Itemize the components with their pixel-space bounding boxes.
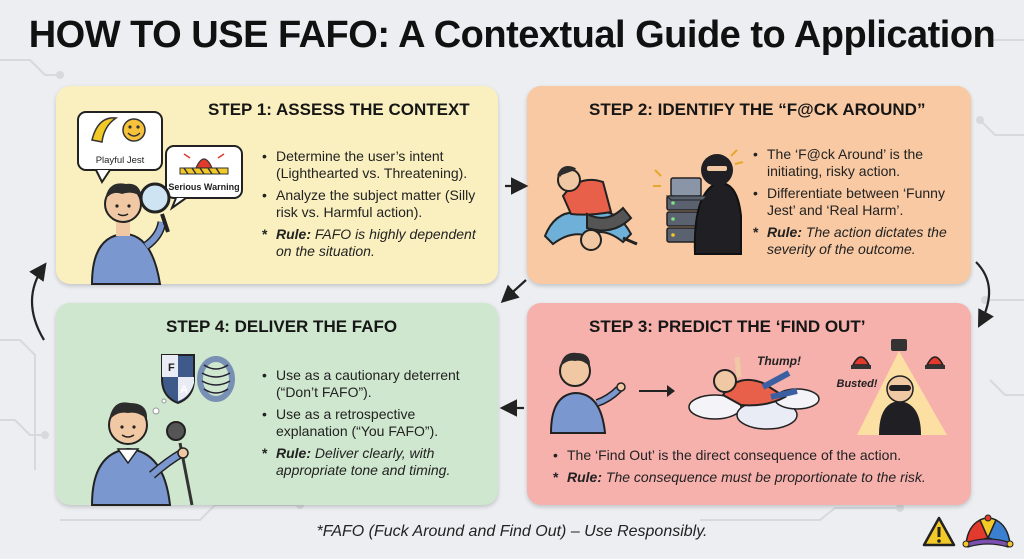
step-2-rule: Rule: The action dictates the severity o… (753, 224, 965, 258)
step-2-panel: STEP 2: IDENTIFY THE “F@CK AROUND” (527, 86, 971, 284)
shield-letter: A (180, 384, 188, 396)
warning-triangle-icon (922, 516, 956, 547)
spring-icon (197, 356, 235, 402)
banana-icon (91, 117, 119, 143)
thump-label: Thump! (757, 354, 801, 368)
rule-text: The action dictates the severity of the … (767, 224, 947, 257)
wrestling-people (543, 166, 638, 251)
step-2-illustration (543, 149, 744, 255)
jester-hat-icon (962, 514, 1014, 548)
speaking-person (90, 398, 172, 506)
page-title: HOW TO USE FAFO: A Contextual Guide to A… (28, 14, 996, 56)
rule-text: FAFO is highly dependent on the situatio… (276, 226, 476, 259)
rule-label: Rule: (276, 226, 311, 242)
microphone-icon (149, 421, 194, 506)
step-2-bullets: The ‘F@ck Around’ is the initiating, ris… (753, 146, 965, 258)
busted-label: Busted! (837, 378, 878, 390)
serious-warning-bubble: Serious Warning (165, 145, 243, 211)
step-3-panel: STEP 3: PREDICT THE ‘FIND OUT’ Thump! (527, 303, 971, 505)
step-1-rule: Rule: FAFO is highly dependent on the si… (262, 226, 488, 260)
person-pointing (549, 352, 626, 434)
siren-icon (851, 356, 945, 369)
siren-icon (179, 153, 229, 175)
step-4-panel: STEP 4: DELIVER THE FAFO F A (56, 303, 498, 506)
rule-label: Rule: (567, 469, 602, 485)
playful-jest-bubble: Playful Jest (77, 111, 163, 184)
step-4-bullet: Use as a cautionary deterrent (“Don’t FA… (262, 367, 488, 401)
shield-icon: F A (161, 354, 195, 405)
step-2-bullet: The ‘F@ck Around’ is the initiating, ris… (753, 146, 965, 180)
rule-text: The consequence must be proportionate to… (602, 469, 926, 485)
arrow-step4-to-step1 (29, 262, 47, 341)
step-4-bullets: Use as a cautionary deterrent (“Don’t FA… (262, 367, 488, 479)
step-2-bullet: Differentiate between ‘Funny Jest’ and ‘… (753, 185, 965, 219)
step-4-title: STEP 4: DELIVER THE FAFO (166, 317, 398, 336)
falling-person (713, 356, 798, 407)
rule-label: Rule: (276, 445, 311, 461)
grin-emoji-icon (122, 118, 146, 142)
person-with-magnifier (90, 183, 167, 285)
step-1-illustration: Playful Jest Serious Warning (77, 111, 243, 285)
arrow-right-icon (639, 385, 675, 397)
busted-figure (879, 375, 921, 435)
arrow-step2-to-step4 (500, 279, 527, 303)
step-3-rule: Rule: The consequence must be proportion… (553, 469, 965, 486)
laptop-icon (665, 177, 709, 201)
step-1-bullet: Determine the user’s intent (Lighthearte… (262, 148, 488, 182)
playful-jest-label: Playful Jest (96, 155, 145, 166)
footnote: *FAFO (Fuck Around and Find Out) – Use R… (316, 523, 708, 540)
rule-label: Rule: (767, 224, 802, 240)
step-3-illustration: Thump! Busted! (549, 339, 947, 435)
step-2-title: STEP 2: IDENTIFY THE “F@CK AROUND” (589, 100, 926, 119)
step-1-bullets: Determine the user’s intent (Lighthearte… (262, 148, 488, 260)
step-1-title: STEP 1: ASSESS THE CONTEXT (208, 100, 470, 119)
step-4-rule: Rule: Deliver clearly, with appropriate … (262, 445, 488, 479)
shield-letter: F (168, 362, 175, 374)
step-1-bullet: Analyze the subject matter (Silly risk v… (262, 187, 488, 221)
arrow-step2-to-step3 (975, 261, 994, 328)
step-3-title: STEP 3: PREDICT THE ‘FIND OUT’ (589, 317, 866, 336)
step-1-panel: STEP 1: ASSESS THE CONTEXT Playful Jest (56, 86, 498, 285)
step-4-bullet: Use as a retrospective explanation (“You… (262, 406, 488, 440)
step-3-bullets: The ‘Find Out’ is the direct consequence… (553, 447, 965, 486)
step-3-bullet: The ‘Find Out’ is the direct consequence… (553, 447, 965, 464)
magnifier-icon (139, 182, 171, 233)
rule-text: Deliver clearly, with appropriate tone a… (276, 445, 451, 478)
serious-warning-label: Serious Warning (168, 182, 239, 192)
hacker-figure (693, 154, 742, 255)
step-4-illustration: F A (90, 354, 235, 506)
